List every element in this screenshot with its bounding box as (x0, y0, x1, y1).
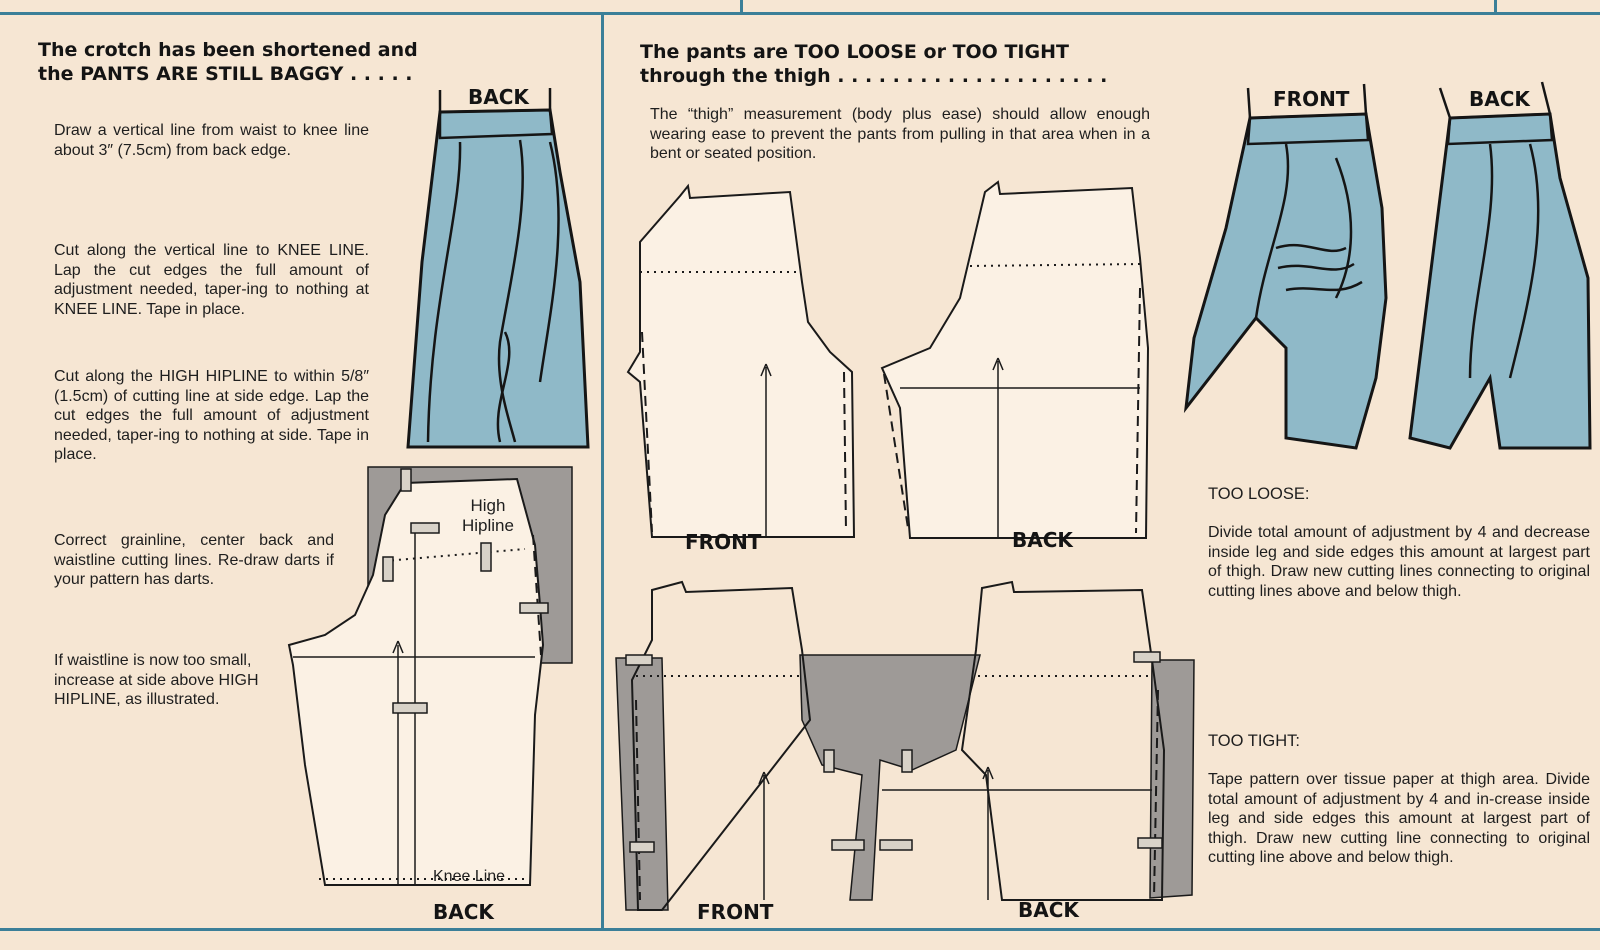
right-heading-line2: through the thigh . . . . . . . . . . . … (640, 65, 1108, 87)
top-front-pattern-label: FRONT (685, 530, 762, 554)
left-instruction-3: Cut along the HIGH HIPLINE to within 5/8… (54, 368, 369, 463)
left-heading: The crotch has been shortened and the PA… (38, 38, 478, 86)
right-back-illustration-label: BACK (1469, 87, 1530, 111)
pants-back-illustration (406, 88, 590, 449)
left-heading-line1: The crotch has been shortened and (38, 39, 418, 61)
frame-tick-top-right (1494, 0, 1497, 14)
frame-bottom-rule (0, 928, 1600, 931)
right-heading-line1: The pants are TOO LOOSE or TOO TIGHT (640, 41, 1069, 63)
left-back-pattern-label: BACK (433, 900, 494, 924)
bottom-front-pattern-label: FRONT (697, 900, 774, 924)
too-tight-text: Tape pattern over tissue paper at thigh … (1208, 771, 1590, 866)
tissue-crotch (799, 654, 981, 901)
too-tight-pattern-assembly (615, 580, 1195, 911)
frame-divider-left (601, 12, 604, 930)
frame-tick-top (740, 0, 743, 14)
too-loose-title: TOO LOOSE: (1208, 485, 1310, 503)
high-hipline-label-line2: Hipline (462, 516, 514, 535)
front-pattern-piece-top (626, 183, 856, 538)
thigh-intro: The “thigh” measurement (body plus ease)… (650, 106, 1150, 162)
right-front-illustration-label: FRONT (1273, 87, 1350, 111)
too-tight-title: TOO TIGHT: (1208, 732, 1300, 750)
pants-back-illustration-right (1408, 81, 1592, 450)
back-pattern-piece-adjusted (287, 466, 573, 886)
bottom-back-pattern-label: BACK (1018, 898, 1079, 922)
left-instruction-5: If waistline is now too small, increase … (54, 652, 259, 708)
back-pattern-piece-top (880, 180, 1150, 539)
pants-front-illustration (1183, 83, 1388, 450)
high-hipline-label-line1: High (470, 496, 506, 515)
left-instruction-2: Cut along the vertical line to KNEE LINE… (54, 242, 369, 318)
left-instruction-4: Correct grainline, center back and waist… (54, 532, 334, 588)
left-back-illustration-label: BACK (468, 85, 529, 109)
left-instruction-1: Draw a vertical line from waist to knee … (54, 122, 369, 159)
right-heading: The pants are TOO LOOSE or TOO TIGHT thr… (640, 40, 1160, 88)
tissue-left-strip (615, 657, 669, 911)
high-hipline-label: High Hipline (462, 496, 514, 536)
left-heading-line2: the PANTS ARE STILL BAGGY . . . . . (38, 63, 413, 85)
top-back-pattern-label: BACK (1012, 528, 1073, 552)
knee-line-label: Knee Line (433, 868, 506, 885)
frame-top-rule (0, 12, 1600, 15)
too-loose-text: Divide total amount of adjustment by 4 a… (1208, 524, 1590, 600)
